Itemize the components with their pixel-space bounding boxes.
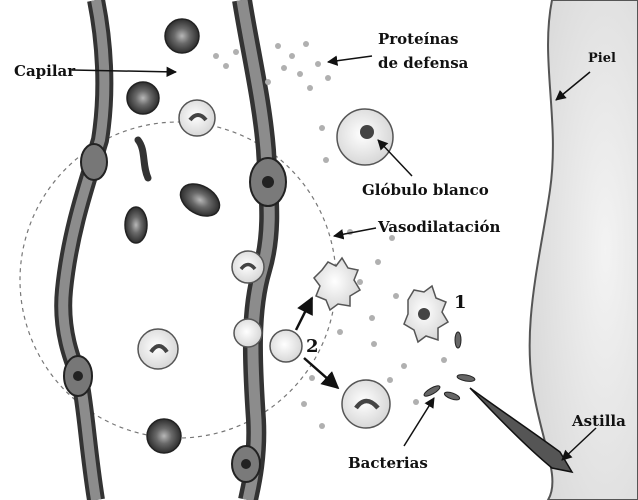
label-bacterias: Bacterias [348,454,428,472]
proteinas-pointer [328,56,372,62]
capilar-pointer [72,70,176,72]
migration-arrow-down [304,358,338,388]
label-astilla: Astilla [571,412,626,430]
label-step-2: 2 [306,336,319,357]
label-globulo-blanco: Glóbulo blanco [362,181,489,199]
bacterias-pointer [404,398,434,446]
label-piel: Piel [588,51,616,66]
label-proteinas-line1: Proteínas [378,30,458,48]
label-capilar: Capilar [14,62,76,80]
migration-arrow-up [296,298,312,330]
label-step-1: 1 [454,292,467,313]
bacteria [423,332,476,402]
label-vasodilatacion: Vasodilatación [377,218,501,236]
red-blood-cells [125,19,225,453]
white-blood-cells [138,100,448,428]
label-proteinas-line2: de defensa [378,54,469,72]
vasodilatacion-pointer [334,228,376,236]
